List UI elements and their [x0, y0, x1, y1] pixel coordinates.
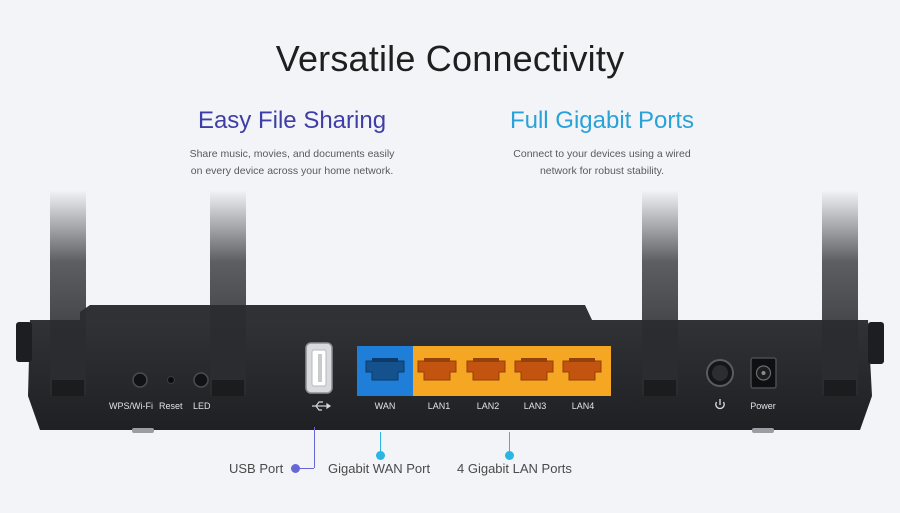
page-title: Versatile Connectivity [275, 38, 625, 79]
lan-callout-dot [505, 451, 514, 460]
feature-description: Connect to your devices using a wired ne… [452, 146, 752, 180]
lan-port[interactable] [562, 358, 602, 381]
lan-port[interactable] [514, 358, 554, 381]
lan1-label: LAN1 [427, 401, 451, 411]
lan-port[interactable] [417, 358, 457, 381]
lan2-label: LAN2 [476, 401, 500, 411]
feature-description-line: network for robust stability. [539, 165, 665, 177]
usb-icon [312, 401, 332, 411]
reset-button[interactable] [167, 376, 175, 384]
usb-port-callout: USB Port [229, 461, 284, 476]
usb-callout-dot [291, 464, 300, 473]
lan-callout-line [509, 432, 510, 456]
feature-description-line: Share music, movies, and documents easil… [189, 148, 395, 160]
wps-button[interactable] [132, 372, 148, 388]
wps-wifi-label: WPS/Wi-Fi [109, 401, 153, 411]
lan3-label: LAN3 [523, 401, 547, 411]
power-icon [715, 399, 725, 410]
feature-description-line: Connect to your devices using a wired [513, 148, 691, 160]
power-button[interactable] [706, 359, 734, 387]
usb-callout-line [296, 468, 314, 469]
usb-port[interactable] [305, 342, 333, 394]
usb-callout-line [314, 427, 315, 468]
feature-title: Full Gigabit Ports [509, 107, 695, 134]
feature-description-line: on every device across your home network… [190, 165, 394, 177]
led-button[interactable] [193, 372, 209, 388]
feature-title: Easy File Sharing [197, 107, 387, 134]
feature-description: Share music, movies, and documents easil… [142, 146, 442, 180]
power-jack[interactable] [750, 357, 777, 389]
wan-callout-dot [376, 451, 385, 460]
wan-port[interactable] [365, 358, 405, 381]
feature-gigabit-ports: Full Gigabit Ports Connect to your devic… [452, 106, 752, 180]
lan-port[interactable] [466, 358, 506, 381]
power-label: Power [750, 401, 776, 411]
antenna [50, 190, 858, 395]
lan-ports-callout: 4 Gigabit LAN Ports [457, 461, 572, 476]
wan-port-callout: Gigabit WAN Port [328, 461, 431, 476]
feature-file-sharing: Easy File Sharing Share music, movies, a… [142, 106, 442, 180]
lan4-label: LAN4 [571, 401, 595, 411]
wan-label: WAN [374, 401, 396, 411]
wan-callout-line [380, 432, 381, 456]
reset-label: Reset [159, 401, 183, 411]
led-label: LED [193, 401, 211, 411]
